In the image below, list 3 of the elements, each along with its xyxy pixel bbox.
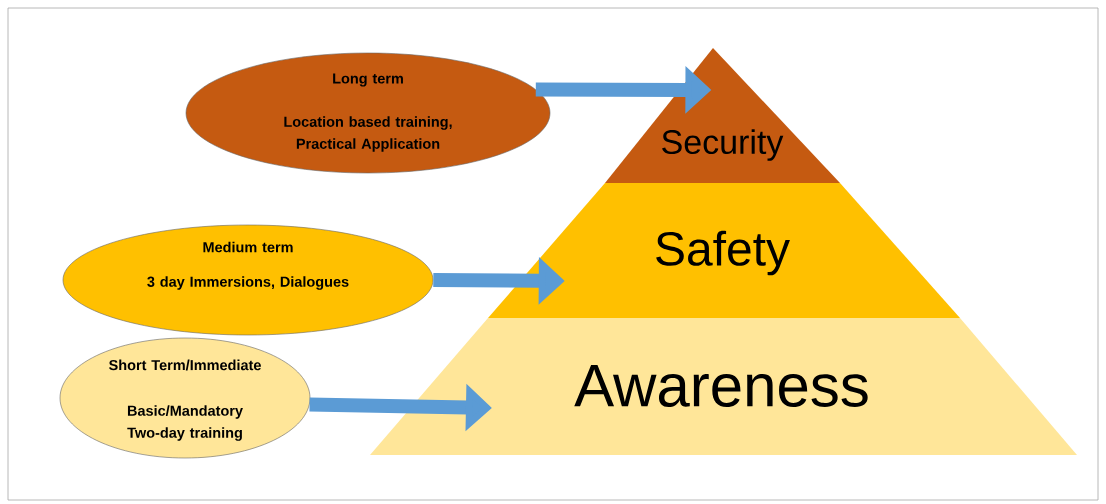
pyramid-level: Security: [605, 48, 840, 183]
pyramid-level: Awareness: [370, 318, 1077, 455]
pyramid-level: Safety: [488, 183, 960, 318]
